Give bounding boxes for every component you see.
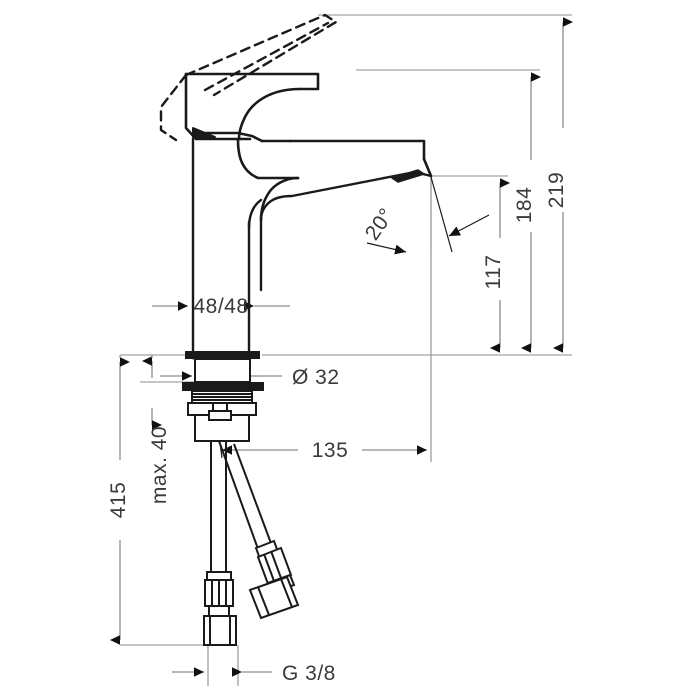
flexible-hoses <box>203 440 300 646</box>
center-screw <box>208 402 232 421</box>
label-thread-g38: G 3/8 <box>282 662 336 685</box>
dimension-lines <box>110 17 573 677</box>
label-reach-135: 135 <box>312 439 349 462</box>
label-length-415: 415 <box>107 482 130 519</box>
hose-nut-bottom <box>203 615 237 646</box>
lever-open-position-dashed <box>159 13 338 142</box>
mounting-nut-stack <box>187 390 257 442</box>
extension-lines <box>119 14 572 686</box>
faucet-body-column <box>191 137 263 360</box>
dimension-labels: 219 184 117 48/48 Ø 32 135 max. 40 415 G… <box>107 172 568 685</box>
faucet-shank <box>194 358 251 383</box>
hose-nut-angled <box>248 575 300 620</box>
faucet-collar <box>236 138 300 180</box>
hose-angled <box>218 440 300 620</box>
faucet-spout-lower <box>259 170 433 292</box>
faucet-aerator <box>391 169 425 183</box>
angle-leader-20 <box>366 176 490 255</box>
mounting-assembly <box>182 351 264 442</box>
faucet-outline <box>159 13 433 360</box>
label-height-117: 117 <box>482 255 505 290</box>
label-height-219: 219 <box>545 172 568 209</box>
label-height-184: 184 <box>513 187 536 224</box>
faucet-lever-handle <box>184 72 320 143</box>
label-max-40: max. 40 <box>148 426 171 504</box>
lower-flange <box>182 382 264 391</box>
hose-vertical <box>203 441 237 646</box>
lever-detail <box>192 127 216 138</box>
label-width-48-48: 48/48 <box>193 295 248 318</box>
label-diameter-32: Ø 32 <box>292 366 340 389</box>
hose-leader <box>219 442 223 459</box>
label-angle-20: 20° <box>361 204 399 244</box>
deck-washer <box>185 351 260 359</box>
